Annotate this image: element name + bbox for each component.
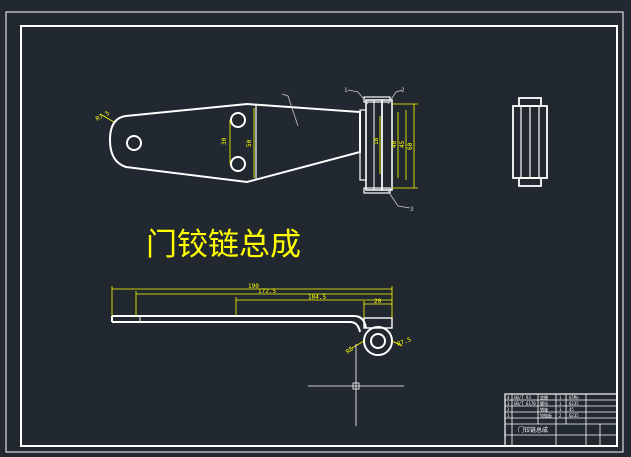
title-block [504, 393, 618, 447]
tb-row4-qty: 2 [559, 413, 562, 418]
dim-plate-width: 50 [246, 139, 253, 147]
balloon-2: 2 [401, 87, 405, 94]
crosshair-pickbox [352, 382, 360, 390]
title-block-frame [504, 393, 618, 447]
top-view-dimensions [99, 103, 418, 189]
hinge-side-view [512, 97, 548, 187]
front-plate-top [112, 315, 367, 329]
front-view-dimensions [111, 286, 403, 349]
tb-row4-mat: Q235 [569, 413, 579, 418]
tb-row2-qty: 1 [559, 401, 562, 406]
mount-hole-lower [230, 156, 246, 172]
tb-row1-name: 垫圈 [540, 394, 548, 400]
dim-knuckle-r1: R8 [345, 345, 355, 355]
mount-hole-left [126, 135, 142, 151]
tb-row4-name: 铰链板 [540, 412, 552, 418]
drawing-title: 门铰链总成 [146, 227, 301, 263]
dim-length-3: 20 [374, 298, 382, 305]
knuckle-outer-circle [363, 326, 393, 356]
dim-knuckle-r2: R7.5 [396, 336, 412, 348]
pin-head-bottom [363, 187, 391, 194]
tb-row1-qty: 1 [559, 395, 562, 400]
tb-row4-no: 1 [507, 413, 510, 418]
radius-leader [99, 113, 115, 123]
hinge-leaf-outline [108, 102, 361, 184]
tb-row2-std: GB/T 6170 [514, 401, 536, 406]
dim-radius-left: R7.5 [95, 110, 111, 123]
dim-hole-pitch: 30 [221, 137, 228, 145]
tb-row3-qty: 1 [559, 407, 562, 412]
dim-length-1: 172.5 [258, 288, 276, 295]
dim-length-2: 104.5 [308, 294, 326, 301]
title-block-drawing-name: 门铰链总成 [518, 426, 548, 434]
balloon-1: 1 [344, 87, 348, 94]
outer-frame [5, 11, 624, 453]
part-leaders [281, 89, 411, 209]
knuckle-top-block [363, 317, 393, 329]
tb-row1-no: 4 [507, 395, 510, 400]
tb-row1-mat: 65Mn [569, 395, 579, 400]
tb-row2-no: 3 [507, 401, 510, 406]
knuckle-flange [359, 109, 367, 181]
leader-r75 [391, 340, 403, 347]
dim-knuckle-b: 45 [399, 140, 406, 148]
tb-row1-std: GB/T 93 [514, 395, 531, 400]
cad-crosshair-cursor[interactable] [308, 344, 404, 426]
leader-washer [385, 187, 411, 209]
knuckle-pin-circle [370, 333, 386, 349]
leader-r8 [351, 340, 365, 349]
balloon-3: 3 [410, 206, 414, 213]
side-head-bottom [518, 177, 542, 187]
leader-pin [347, 89, 369, 105]
dim-knuckle-c: 60 [407, 142, 414, 150]
tb-row2-mat: Q235 [569, 401, 579, 406]
tb-row2-name: 螺母 [540, 400, 548, 406]
front-plate-bottom [112, 321, 361, 333]
tb-row3-no: 2 [507, 407, 510, 412]
dim-knuckle-inner: 18 [373, 137, 380, 145]
dim-knuckle-a: 40 [391, 140, 398, 148]
mount-hole-upper [230, 112, 246, 128]
inner-frame [20, 25, 618, 447]
leader-leaf [281, 93, 299, 127]
side-head-top [518, 97, 542, 107]
tb-row3-mat: 45 [569, 407, 574, 412]
tb-row3-name: 销轴 [540, 406, 548, 412]
dim-overall-length: 190 [248, 283, 259, 290]
leader-nut [387, 89, 403, 105]
